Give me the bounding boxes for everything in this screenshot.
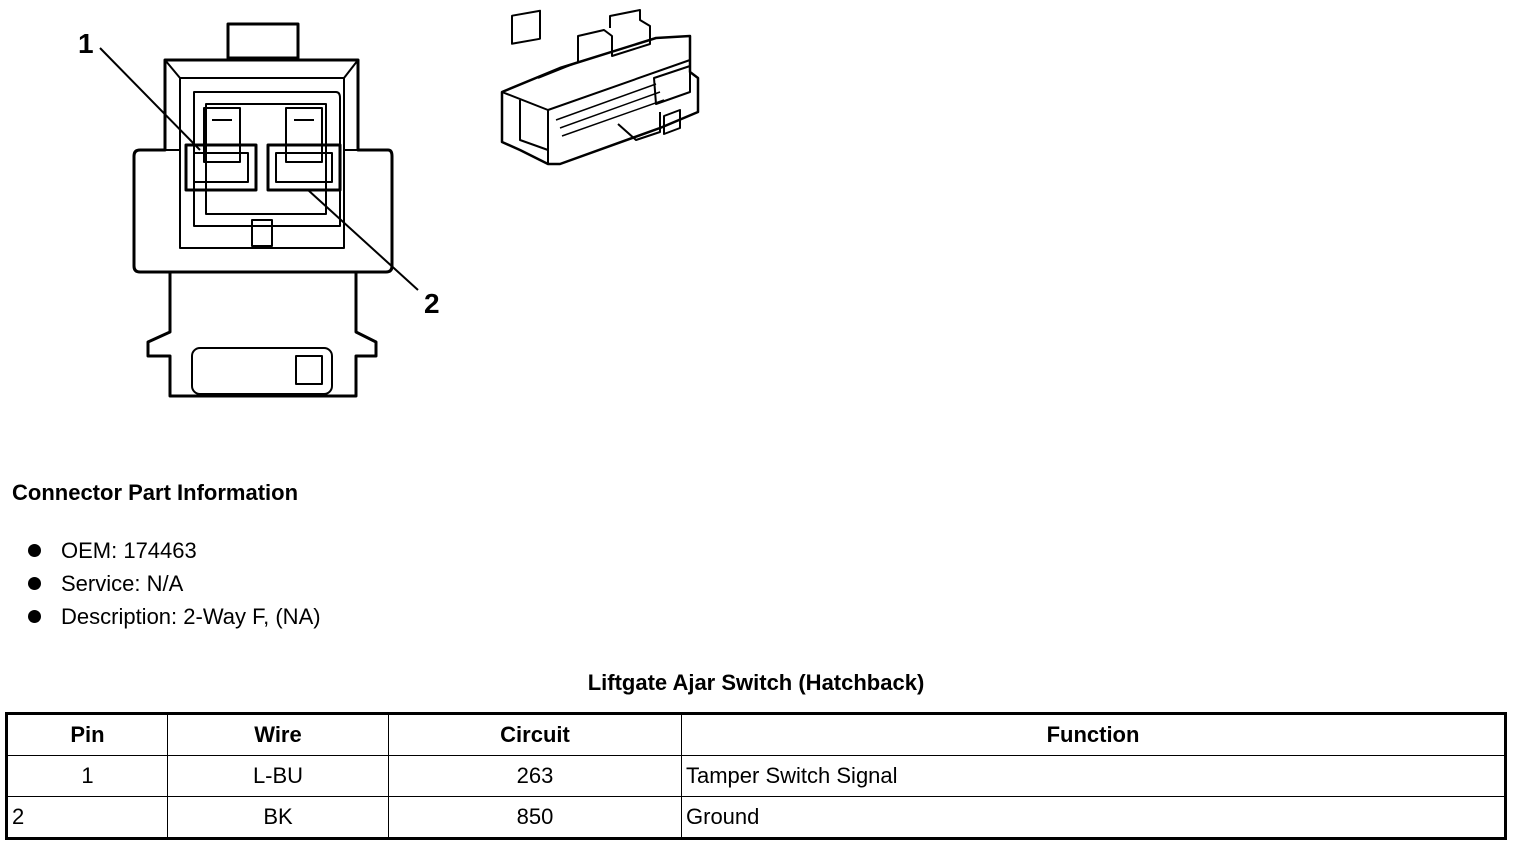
cell-wire: BK xyxy=(167,796,389,839)
header-function: Function xyxy=(681,713,1506,756)
cell-pin: 1 xyxy=(6,755,168,797)
pin-table: Pin Wire Circuit Function 1 L-BU 263 Tam… xyxy=(5,712,1507,840)
bullet-icon xyxy=(28,577,41,590)
info-description: Description: 2-Way F, (NA) xyxy=(61,603,321,629)
center-key xyxy=(251,219,273,247)
table-caption: Liftgate Ajar Switch (Hatchback) xyxy=(587,670,925,695)
list-item: Service: N/A xyxy=(28,567,321,600)
cell-circuit: 263 xyxy=(388,755,682,797)
latch-square xyxy=(295,355,323,385)
cell-function: Tamper Switch Signal xyxy=(681,755,1506,797)
connector-housing xyxy=(132,58,394,274)
callout-2-leader xyxy=(307,189,419,291)
pin-1-cavity xyxy=(184,143,258,192)
header-wire: Wire xyxy=(167,713,389,756)
info-oem: OEM: 174463 xyxy=(61,537,197,563)
info-service: Service: N/A xyxy=(61,570,184,596)
bullet-icon xyxy=(28,610,41,623)
connector-info-title: Connector Part Information xyxy=(12,480,299,505)
connector-iso-view xyxy=(500,9,700,166)
callout-label-2: 2 xyxy=(424,288,440,319)
pin-2-cavity xyxy=(266,143,342,192)
cell-circuit: 850 xyxy=(388,796,682,839)
cell-wire: L-BU xyxy=(167,755,389,797)
list-item: OEM: 174463 xyxy=(28,534,321,567)
table-header-row: Pin Wire Circuit Function xyxy=(6,713,1506,756)
bullet-icon xyxy=(28,544,41,557)
connector-top-tab xyxy=(226,22,300,60)
header-circuit: Circuit xyxy=(388,713,682,756)
cell-function: Ground xyxy=(681,796,1506,839)
connector-inner-rim xyxy=(179,77,345,249)
callout-1-leader xyxy=(99,47,201,151)
table-row: 2 BK 850 Ground xyxy=(6,796,1506,839)
header-pin: Pin xyxy=(6,713,168,756)
latch-window xyxy=(191,347,333,395)
cell-pin: 2 xyxy=(6,796,168,839)
list-item: Description: 2-Way F, (NA) xyxy=(28,600,321,633)
connector-diagram xyxy=(99,9,700,398)
callout-label-1: 1 xyxy=(78,28,94,59)
connector-info-list: OEM: 174463 Service: N/A Description: 2-… xyxy=(28,534,321,633)
table-row: 1 L-BU 263 Tamper Switch Signal xyxy=(6,755,1506,797)
connector-lower-body xyxy=(146,272,378,398)
